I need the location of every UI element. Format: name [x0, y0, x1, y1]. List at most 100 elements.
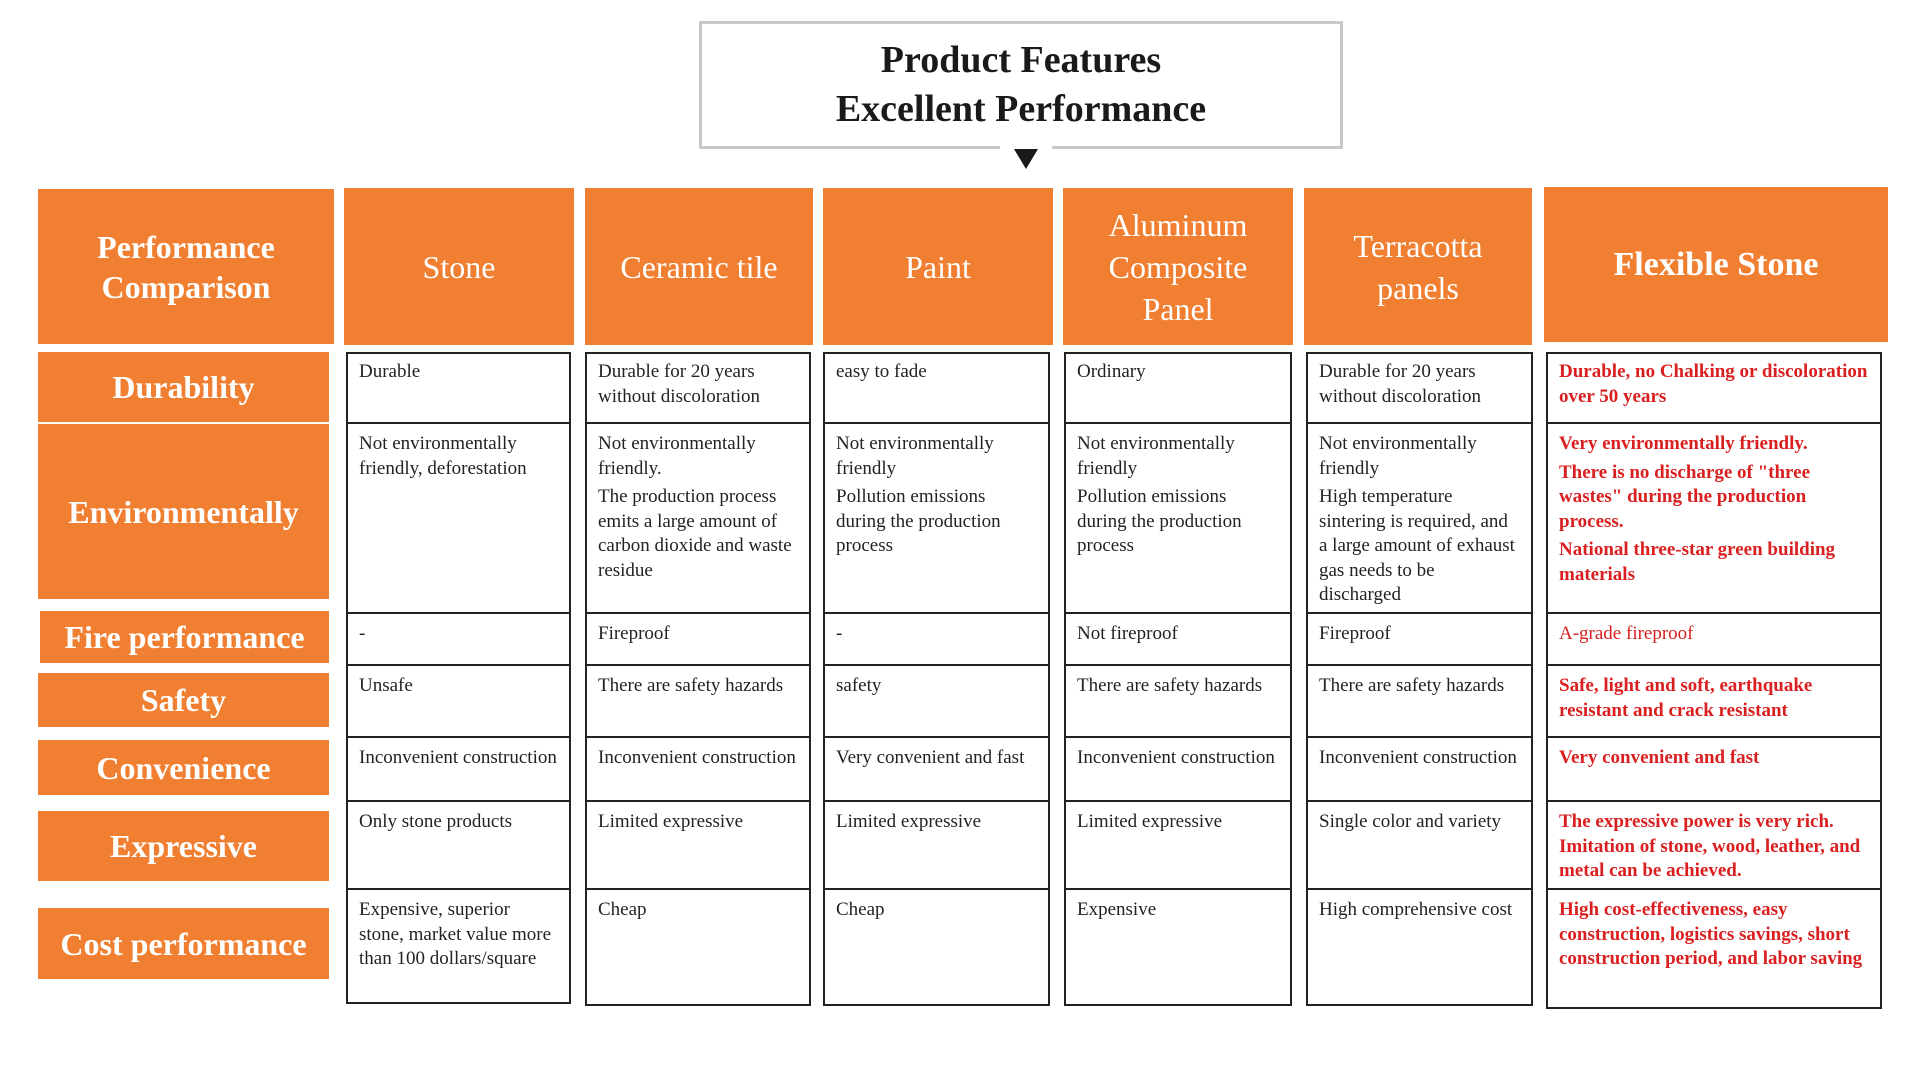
cell-text: Single color and variety	[1319, 811, 1502, 832]
table-cell: Very convenient and fast	[1546, 738, 1882, 800]
row-divider	[1064, 736, 1292, 738]
cell-text: Fireproof	[1319, 623, 1391, 644]
row-divider	[823, 888, 1050, 890]
cell-text: -	[836, 623, 843, 644]
table-cell: Inconvenient construction	[585, 738, 811, 800]
cell-text: Not environmentally friendly, deforestat…	[359, 433, 527, 479]
table-cell: Limited expressive	[1064, 802, 1292, 888]
row-divider	[1064, 664, 1292, 666]
row-label-cost-performance: Cost performance	[38, 908, 329, 979]
table-cell: Durable for 20 years without discolorati…	[585, 352, 811, 420]
title-line-2: Excellent Performance	[835, 88, 1207, 130]
table-cell: Fireproof	[585, 614, 811, 664]
cell-text: easy to fade	[836, 361, 927, 382]
table-cell: safety	[823, 666, 1050, 734]
cell-text: Expensive, superior stone, market value …	[359, 899, 552, 969]
row-divider	[346, 422, 571, 424]
cell-text: The expressive power is very rich. Imita…	[1559, 811, 1861, 881]
row-divider	[1064, 888, 1292, 890]
cell-text: High temperature sintering is required, …	[1319, 486, 1515, 605]
column-header-flexible-stone: Flexible Stone	[1544, 187, 1888, 342]
row-label-safety: Safety	[38, 673, 329, 727]
row-divider	[585, 664, 811, 666]
table-cell: Ordinary	[1064, 352, 1292, 420]
cell-text: Cheap	[836, 899, 885, 920]
column-header-paint: Paint	[823, 188, 1053, 345]
row-label-convenience: Convenience	[38, 740, 329, 795]
column-header-terracotta-panels: Terracotta panels	[1304, 188, 1532, 345]
table-cell: Very environmentally friendly.There is n…	[1546, 424, 1882, 612]
row-divider	[346, 888, 571, 890]
table-cell: Expensive	[1064, 890, 1292, 1006]
cell-text: High comprehensive cost	[1319, 899, 1513, 920]
table-cell: Durable	[346, 352, 571, 420]
row-divider	[346, 736, 571, 738]
cell-text: Inconvenient construction	[1077, 747, 1275, 768]
row-divider	[346, 800, 571, 802]
row-divider	[585, 888, 811, 890]
row-label-fire-performance: Fire performance	[40, 611, 329, 663]
cell-text: Only stone products	[359, 811, 513, 832]
row-divider	[1306, 888, 1533, 890]
cell-text: Very environmentally friendly.	[1559, 433, 1808, 454]
cell-text: National three-star green building mater…	[1559, 539, 1836, 585]
table-cell: Cheap	[585, 890, 811, 1006]
cell-text: Fireproof	[598, 623, 670, 644]
table-cell: Durable for 20 years without discolorati…	[1306, 352, 1533, 420]
row-divider	[1306, 664, 1533, 666]
row-label-expressive: Expressive	[38, 811, 329, 881]
cell-text: Very convenient and fast	[836, 747, 1025, 768]
cell-text: Limited expressive	[1077, 811, 1223, 832]
cell-text: Durable for 20 years without discolorati…	[1319, 361, 1482, 407]
corner-label: Performance Comparison	[38, 189, 334, 344]
cell-text: safety	[836, 675, 882, 696]
cell-text: Inconvenient construction	[1319, 747, 1517, 768]
cell-text: Not environmentally friendly.	[598, 433, 756, 479]
table-cell: Very convenient and fast	[823, 738, 1050, 800]
row-divider	[585, 800, 811, 802]
table-cell: High cost-effectiveness, easy constructi…	[1546, 890, 1882, 1009]
table-cell: Durable, no Chalking or discoloration ov…	[1546, 352, 1882, 420]
cell-text: Durable, no Chalking or discoloration ov…	[1559, 361, 1868, 407]
row-label-environmentally: Environmentally	[38, 424, 329, 599]
title-box: Product Features Excellent Performance	[699, 21, 1343, 149]
table-cell: The expressive power is very rich. Imita…	[1546, 802, 1882, 888]
row-divider	[1064, 612, 1292, 614]
table-cell: Limited expressive	[823, 802, 1050, 888]
table-cell: Cheap	[823, 890, 1050, 1006]
cell-text: Ordinary	[1077, 361, 1146, 382]
row-divider	[1546, 664, 1882, 666]
cell-text: There are safety hazards	[1319, 675, 1505, 696]
row-divider	[1306, 800, 1533, 802]
cell-text: Pollution emissions during the productio…	[836, 486, 1001, 556]
table-cell: easy to fade	[823, 352, 1050, 420]
row-divider	[823, 800, 1050, 802]
cell-text: Unsafe	[359, 675, 413, 696]
column-paint	[823, 352, 1050, 1006]
cell-text: Expensive	[1077, 899, 1157, 920]
column-header-stone: Stone	[344, 188, 574, 345]
cell-text: Limited expressive	[836, 811, 982, 832]
cell-text: There are safety hazards	[1077, 675, 1263, 696]
table-cell: Fireproof	[1306, 614, 1533, 664]
row-divider	[346, 612, 571, 614]
cell-text: Durable	[359, 361, 421, 382]
cell-text: Very convenient and fast	[1559, 747, 1760, 768]
cell-text: Not environmentally friendly	[836, 433, 994, 479]
table-cell: High comprehensive cost	[1306, 890, 1533, 1006]
row-divider	[585, 612, 811, 614]
table-cell: Safe, light and soft, earthquake resista…	[1546, 666, 1882, 734]
cell-text: A-grade fireproof	[1559, 623, 1694, 644]
row-divider	[1546, 612, 1882, 614]
table-cell: Not fireproof	[1064, 614, 1292, 664]
table-cell: Only stone products	[346, 802, 571, 888]
column-header-ceramic-tile: Ceramic tile	[585, 188, 813, 345]
table-cell: Inconvenient construction	[346, 738, 571, 800]
row-divider	[1306, 422, 1533, 424]
table-cell: Inconvenient construction	[1064, 738, 1292, 800]
row-divider	[823, 612, 1050, 614]
table-cell: Inconvenient construction	[1306, 738, 1533, 800]
cell-text: Durable for 20 years without discolorati…	[598, 361, 761, 407]
